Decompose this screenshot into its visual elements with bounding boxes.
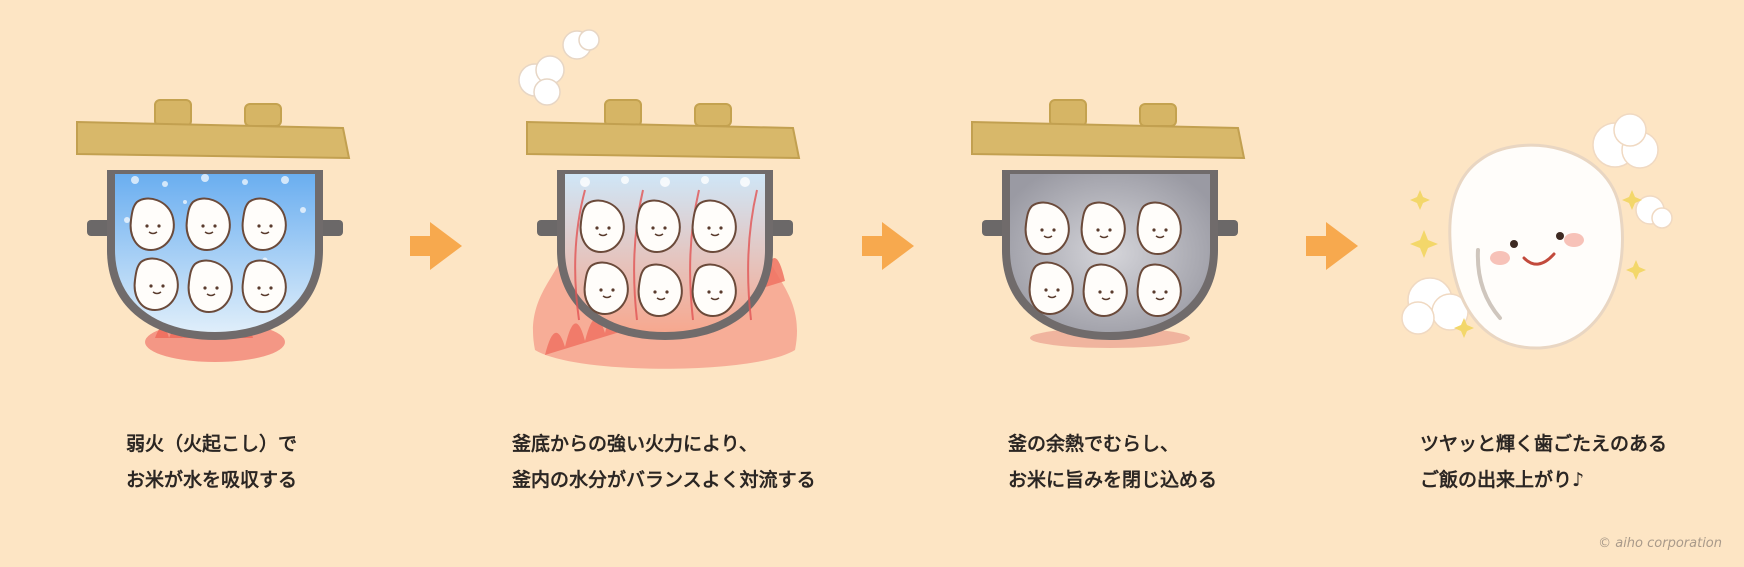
step3-caption-line1: 釜の余熱でむらし、 <box>1008 433 1180 455</box>
step3-pot-icon <box>971 99 1245 348</box>
step1-caption: 弱火（火起こし）で お米が水を吸収する <box>126 426 297 498</box>
step2-caption-line2: 釜内の水分がバランスよく対流する <box>512 469 816 491</box>
step2-caption: 釜底からの強い火力により、 釜内の水分がバランスよく対流する <box>512 426 816 498</box>
step3-caption-line2: お米に旨みを閉じ込める <box>1008 469 1218 491</box>
step2-pot-icon <box>518 29 800 369</box>
copyright-credit: © aiho corporation <box>1598 536 1722 551</box>
arrow-right-icon <box>862 222 914 270</box>
step1-pot-icon <box>76 99 350 362</box>
step4-caption-line2: ご飯の出来上がり♪ <box>1420 469 1585 491</box>
step4-caption: ツヤッと輝く歯ごたえのある ご飯の出来上がり♪ <box>1420 426 1667 498</box>
step2-caption-line1: 釜底からの強い火力により、 <box>512 433 758 455</box>
step1-caption-line2: お米が水を吸収する <box>126 469 298 491</box>
step4-caption-line1: ツヤッと輝く歯ごたえのある <box>1420 433 1668 455</box>
steam-icon <box>518 29 600 106</box>
arrow-right-icon <box>410 222 462 270</box>
rice-character-icon <box>1401 113 1673 350</box>
step1-caption-line1: 弱火（火起こし）で <box>126 433 298 455</box>
sparkle-icon <box>1410 190 1646 338</box>
arrow-right-icon <box>1306 222 1358 270</box>
step3-caption: 釜の余熱でむらし、 お米に旨みを閉じ込める <box>1008 426 1217 498</box>
